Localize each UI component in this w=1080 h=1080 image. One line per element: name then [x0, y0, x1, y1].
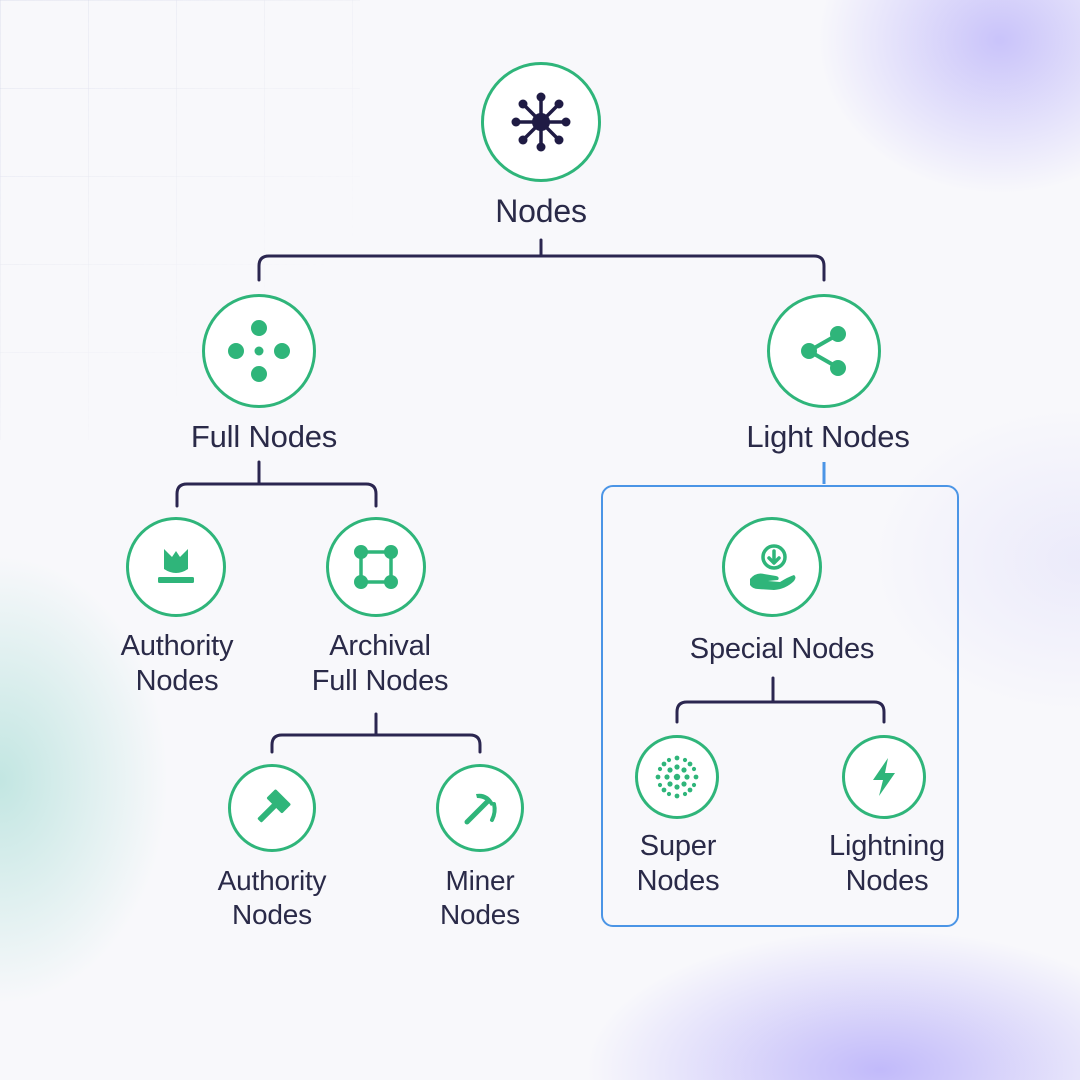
- archival-full-nodes-label-line2: Full Nodes: [311, 664, 449, 697]
- archival-full-nodes-label-line1: Archival: [329, 630, 431, 662]
- connector-root: [257, 238, 826, 282]
- super-nodes-node[interactable]: [635, 735, 719, 819]
- hub-network-icon: [511, 92, 571, 152]
- hammer-icon: [257, 789, 291, 823]
- archival-full-nodes-node[interactable]: [326, 517, 426, 617]
- nodes-label: Nodes: [495, 192, 587, 230]
- nodes-node[interactable]: [481, 62, 601, 182]
- lightning-nodes-label: Lightning Nodes: [829, 829, 945, 899]
- authority-nodes-bottom-label-line2: Nodes: [232, 898, 312, 930]
- crown-stand-icon: [158, 549, 194, 583]
- lightning-nodes-node[interactable]: [842, 735, 926, 819]
- pickaxe-icon: [464, 793, 497, 825]
- special-nodes-node[interactable]: [722, 517, 822, 617]
- super-nodes-label-line1: Super: [639, 830, 717, 862]
- square-nodes-icon: [354, 545, 398, 589]
- miner-nodes-label-line1: Miner: [445, 865, 515, 896]
- lightning-nodes-label-line2: Nodes: [845, 864, 929, 897]
- hand-download-icon: [750, 544, 796, 590]
- connector-full-nodes: [175, 460, 378, 508]
- archival-full-nodes-label: Archival Full Nodes: [312, 629, 449, 699]
- super-nodes-label-line2: Nodes: [636, 864, 720, 897]
- light-nodes-label: Light Nodes: [746, 418, 909, 455]
- light-nodes-node[interactable]: [767, 294, 881, 408]
- miner-nodes-node[interactable]: [436, 764, 524, 852]
- authority-nodes-bottom-node[interactable]: [228, 764, 316, 852]
- starburst-icon: [655, 755, 699, 799]
- light-nodes-label-text: Light Nodes: [746, 419, 910, 454]
- lightning-nodes-label-line1: Lightning: [829, 830, 945, 862]
- super-nodes-label: Super Nodes: [637, 829, 720, 899]
- lightning-bolt-icon: [873, 758, 895, 796]
- authority-nodes-bottom-label-line1: Authority: [217, 865, 327, 896]
- connector-archival: [270, 712, 482, 754]
- authority-nodes-top-node[interactable]: [126, 517, 226, 617]
- authority-nodes-top-label-line1: Authority: [120, 630, 234, 662]
- connector-special: [675, 676, 886, 724]
- full-nodes-label: Full Nodes: [191, 418, 337, 455]
- nodes-label-text: Nodes: [495, 193, 587, 229]
- full-nodes-node[interactable]: [202, 294, 316, 408]
- full-nodes-label-text: Full Nodes: [190, 419, 338, 454]
- miner-nodes-label: Miner Nodes: [440, 864, 520, 931]
- share-icon: [801, 326, 846, 376]
- authority-nodes-top-label-line2: Nodes: [135, 664, 219, 697]
- dots-cluster-icon: [228, 320, 290, 382]
- special-nodes-label: Special Nodes: [689, 632, 875, 667]
- special-nodes-label-text: Special Nodes: [689, 633, 875, 665]
- authority-nodes-top-label: Authority Nodes: [121, 629, 234, 699]
- authority-nodes-bottom-label: Authority Nodes: [218, 864, 327, 931]
- miner-nodes-label-line2: Nodes: [440, 898, 520, 930]
- light-nodes-group-box: [601, 485, 959, 927]
